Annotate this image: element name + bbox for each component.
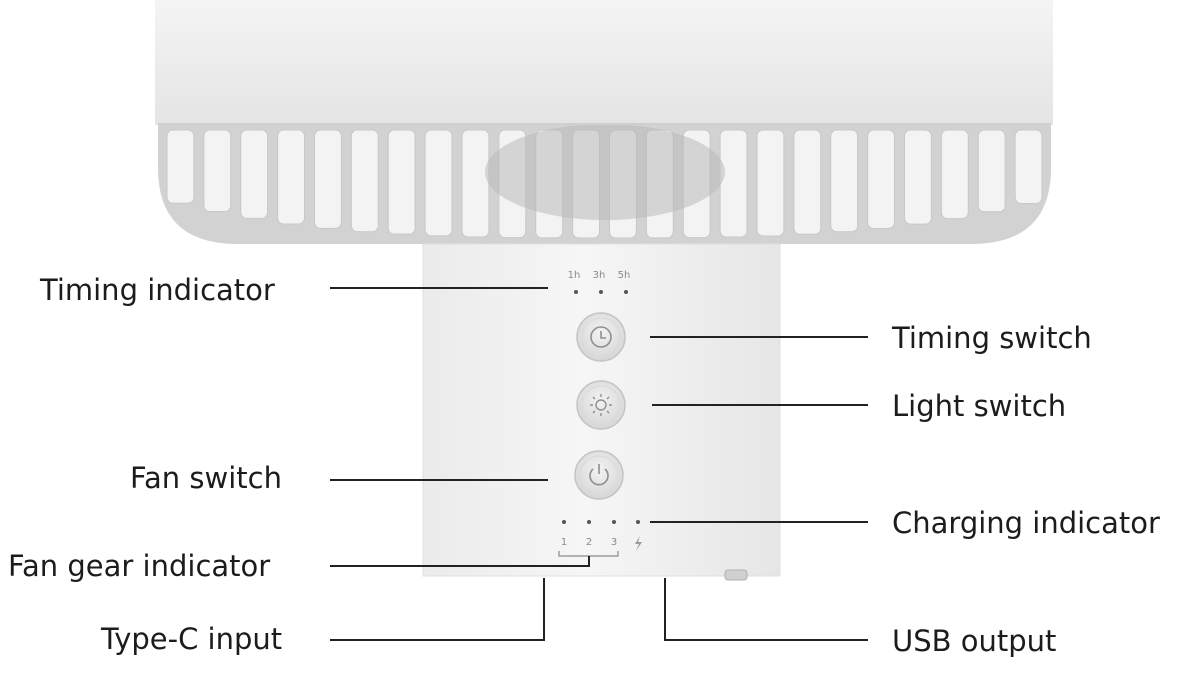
grille-slat: [940, 129, 969, 220]
clock-icon: [590, 326, 612, 348]
leader-lines: [330, 287, 868, 641]
leader-type-c-input: [330, 578, 545, 641]
label-usb-output: USB output: [892, 624, 1057, 658]
grille-slat: [424, 129, 453, 237]
timer-mark-3h: 3h: [593, 270, 606, 281]
fan-button[interactable]: [574, 450, 624, 500]
charging-led: [636, 520, 640, 524]
usb-port: [724, 569, 748, 581]
timer-led-5h: [624, 290, 628, 294]
sun-icon: [590, 394, 612, 416]
grille-slat: [203, 129, 232, 213]
leader-fan-gear-indicator: [330, 556, 590, 567]
label-timing-indicator: Timing indicator: [40, 273, 275, 307]
timer-led-1h: [574, 290, 578, 294]
grille-slat: [166, 129, 195, 204]
timing-button[interactable]: [576, 312, 626, 362]
lightning-icon: [635, 536, 642, 551]
timer-mark-1h: 1h: [568, 270, 581, 281]
label-charging-indicator: Charging indicator: [892, 506, 1160, 540]
gear-mark-1: 1: [561, 537, 567, 548]
gear-led-1: [562, 520, 566, 524]
grille-slat: [461, 129, 490, 238]
gear-led-2: [587, 520, 591, 524]
grille-slat: [756, 129, 785, 237]
grille-slat: [314, 129, 342, 229]
gear-mark-3: 3: [611, 537, 617, 548]
timer-led-3h: [599, 290, 603, 294]
grille-slat: [830, 129, 859, 233]
grille-slat: [904, 129, 932, 225]
grille-slat: [867, 129, 895, 229]
gear-mark-2: 2: [586, 537, 592, 548]
grille-slat: [240, 129, 269, 219]
grille-slat: [719, 129, 748, 238]
label-light-switch: Light switch: [892, 389, 1067, 423]
grille-slat: [387, 129, 416, 235]
label-fan-switch: Fan switch: [130, 461, 282, 495]
label-timing-switch: Timing switch: [892, 321, 1092, 355]
timer-mark-5h: 5h: [618, 270, 631, 281]
label-fan-gear-indicator: Fan gear indicator: [8, 549, 271, 583]
light-button[interactable]: [576, 380, 626, 430]
leader-usb-output: [664, 578, 868, 641]
power-icon: [589, 464, 609, 486]
grille-slat: [1014, 129, 1043, 205]
label-type-c-input: Type-C input: [101, 622, 283, 656]
fan-head: [155, 0, 1053, 125]
gear-led-3: [612, 520, 616, 524]
grille-slat: [977, 129, 1006, 213]
grille-slat: [793, 129, 822, 235]
grille-slat: [277, 129, 305, 225]
grille-slat: [350, 129, 379, 233]
